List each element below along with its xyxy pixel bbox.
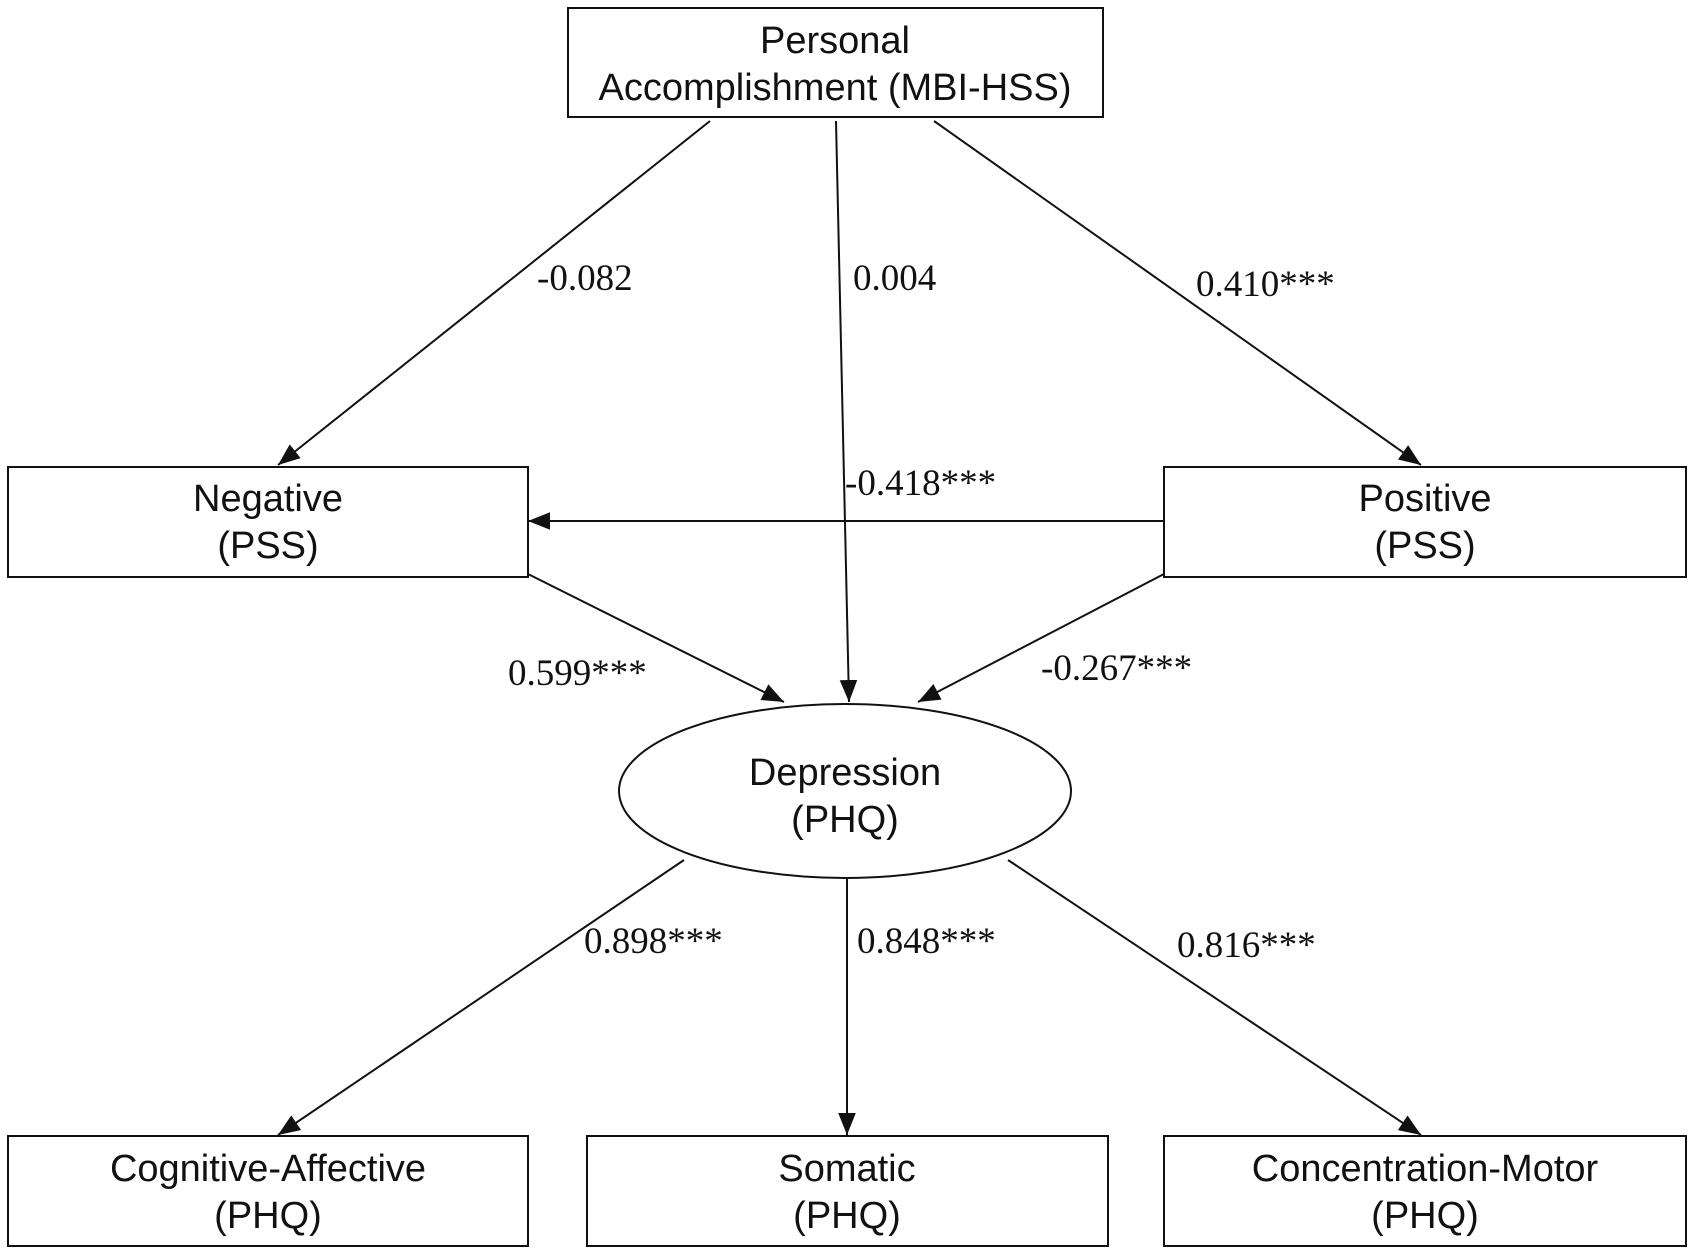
coef-depression-to-cognitive: 0.898*** bbox=[584, 921, 723, 962]
positive-box bbox=[1163, 466, 1687, 578]
edges bbox=[277, 120, 1422, 1136]
personal-accomplishment-label-line2: Accomplishment (MBI-HSS) bbox=[599, 67, 1072, 109]
edge-pa-to-negative bbox=[277, 120, 711, 466]
personal-accomplishment-box bbox=[567, 7, 1104, 118]
coef-pa-to-negative: -0.082 bbox=[537, 258, 633, 299]
coef-positive-to-negative: -0.418*** bbox=[845, 463, 996, 504]
edge-negative-to-depression bbox=[527, 573, 785, 703]
node-cognitive-affective: Cognitive-Affective (PHQ) bbox=[7, 1135, 529, 1247]
positive-label-line1: Positive bbox=[1358, 478, 1491, 520]
edge-pa-to-positive bbox=[933, 120, 1422, 466]
positive-label-line2: (PSS) bbox=[1374, 525, 1475, 567]
negative-label-line1: Negative bbox=[193, 478, 343, 520]
coef-pa-to-positive: 0.410*** bbox=[1196, 264, 1335, 305]
node-depression: Depression (PHQ) bbox=[618, 703, 1072, 879]
coef-positive-to-depression: -0.267*** bbox=[1041, 648, 1192, 689]
cognitive-affective-label-line1: Cognitive-Affective bbox=[110, 1148, 426, 1190]
negative-box bbox=[7, 466, 529, 578]
node-positive: Positive (PSS) bbox=[1163, 466, 1687, 578]
node-negative: Negative (PSS) bbox=[7, 466, 529, 578]
coef-depression-to-concentration: 0.816*** bbox=[1177, 925, 1316, 966]
cognitive-affective-box bbox=[7, 1135, 529, 1247]
somatic-label-line1: Somatic bbox=[778, 1148, 915, 1190]
concentration-motor-label-line1: Concentration-Motor bbox=[1252, 1148, 1599, 1190]
somatic-box bbox=[586, 1135, 1109, 1247]
depression-label-line2: (PHQ) bbox=[791, 799, 899, 841]
negative-label-line2: (PSS) bbox=[217, 525, 318, 567]
personal-accomplishment-label-line1: Personal bbox=[760, 20, 910, 62]
somatic-label-line2: (PHQ) bbox=[793, 1195, 901, 1237]
edge-positive-to-depression bbox=[917, 573, 1165, 703]
path-coefficients: -0.082 0.004 0.410*** -0.418*** 0.599***… bbox=[508, 258, 1335, 966]
node-concentration-motor: Concentration-Motor (PHQ) bbox=[1163, 1135, 1687, 1247]
coef-negative-to-depression: 0.599*** bbox=[508, 653, 647, 694]
concentration-motor-label-line2: (PHQ) bbox=[1371, 1195, 1479, 1237]
edge-depression-to-cognitive bbox=[277, 859, 685, 1136]
depression-label-line1: Depression bbox=[749, 752, 941, 794]
coef-pa-to-depression: 0.004 bbox=[853, 258, 936, 299]
node-somatic: Somatic (PHQ) bbox=[586, 1135, 1109, 1247]
cognitive-affective-label-line2: (PHQ) bbox=[214, 1195, 322, 1237]
coef-depression-to-somatic: 0.848*** bbox=[857, 921, 996, 962]
edge-depression-to-concentration bbox=[1007, 859, 1422, 1136]
edge-pa-to-depression bbox=[835, 120, 858, 703]
depression-ellipse bbox=[618, 703, 1072, 879]
concentration-motor-box bbox=[1163, 1135, 1687, 1247]
node-personal-accomplishment: Personal Accomplishment (MBI-HSS) bbox=[567, 7, 1104, 118]
